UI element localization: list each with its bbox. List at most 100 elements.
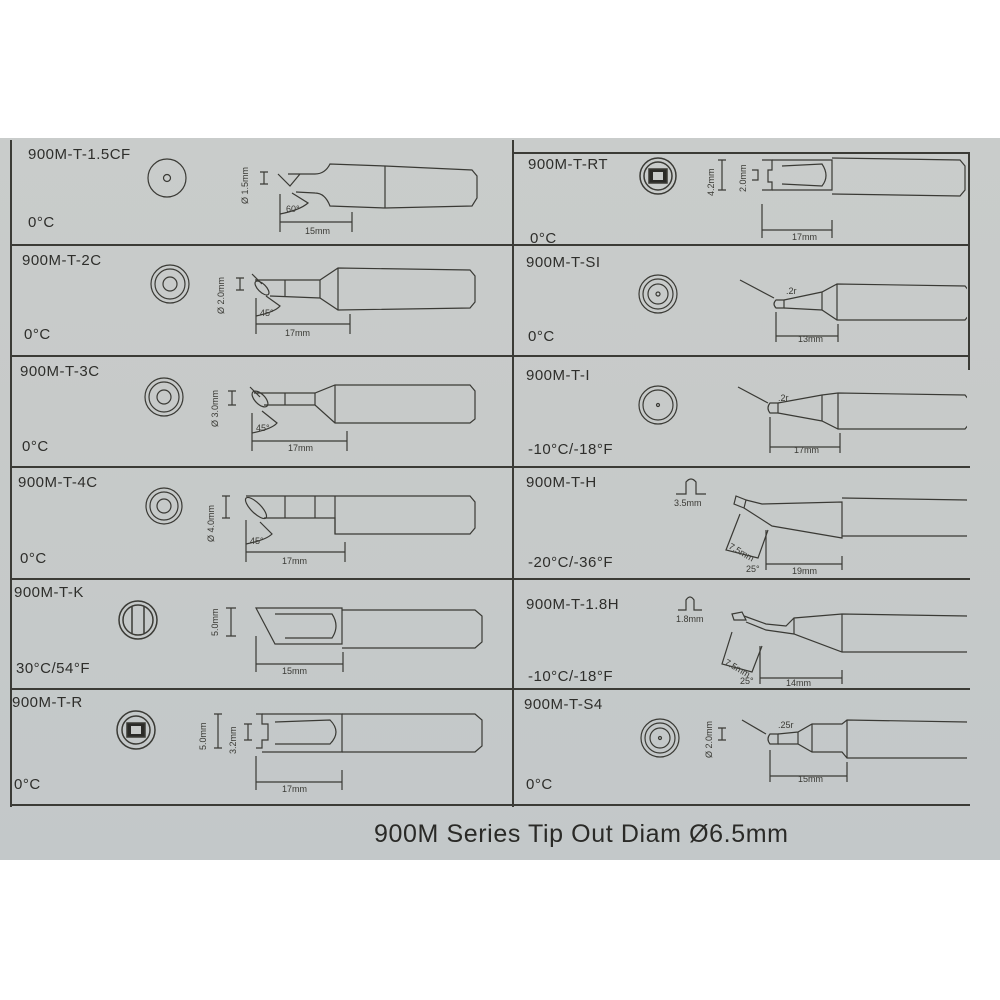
svg-text:14mm: 14mm (786, 678, 811, 688)
end-view-icon (638, 274, 678, 314)
tip-row-i: 900M-T-I -10°C/-18°F .2r 17mm (512, 355, 968, 466)
svg-text:2.0mm: 2.0mm (738, 164, 748, 192)
svg-text:5.0mm: 5.0mm (198, 722, 208, 750)
tip-row-4c: 900M-T-4C 0°C Ø 4.0mm 45° 17mm (10, 466, 512, 578)
row-divider (10, 688, 970, 690)
tip-row-h: 900M-T-H -20°C/-36°F 3.5mm 7.5mm 25° 19m… (512, 466, 968, 578)
end-view-icon (639, 157, 677, 195)
tip-model-label: 900M-T-RT (528, 156, 609, 173)
tip-k-drawing: 5.0mm 15mm (118, 600, 483, 676)
tip-row-3c: 900M-T-3C 0°C Ø 3.0mm 45° 17mm (10, 355, 512, 466)
svg-text:.25r: .25r (778, 720, 794, 730)
end-view-icon (676, 478, 706, 495)
svg-text:17mm: 17mm (794, 445, 819, 455)
tip-row-rt: 900M-T-RT 0°C 4.2mm 2.0mm 17mm (512, 152, 968, 247)
end-view-icon (118, 600, 158, 640)
tip-temp-label: 0°C (530, 230, 557, 247)
tip-temp-label: -10°C/-18°F (528, 668, 614, 685)
tip-model-label: 900M-T-1.8H (526, 596, 620, 613)
tip-1-5cf-drawing: Ø 1.5mm 60° 15mm (147, 158, 478, 236)
tip-temp-label: 30°C/54°F (16, 660, 91, 677)
tip-i-drawing: .2r 17mm (638, 385, 967, 455)
svg-text:1.8mm: 1.8mm (676, 614, 704, 624)
svg-text:17mm: 17mm (285, 328, 310, 338)
table-right-border (968, 152, 970, 370)
tip-2c-drawing: Ø 2.0mm 45° 17mm (150, 264, 476, 338)
tip-row-r: 900M-T-R 0°C 5.0mm 3.2mm 17mm (10, 688, 512, 804)
tip-4c-drawing: Ø 4.0mm 45° 17mm (145, 487, 476, 566)
tip-model-label: 900M-T-4C (18, 474, 98, 491)
svg-text:17mm: 17mm (288, 443, 313, 453)
end-view-icon (144, 377, 184, 417)
svg-text:15mm: 15mm (305, 226, 330, 236)
tip-row-2c: 900M-T-2C 0°C Ø 2.0mm 45° 17mm (10, 244, 512, 355)
tip-temp-label: 0°C (28, 214, 55, 231)
svg-text:7.5mm: 7.5mm (727, 541, 756, 563)
tip-temp-label: 0°C (24, 326, 51, 343)
tip-row-1-8h: 900M-T-1.8H -10°C/-18°F 1.8mm 7.5mm 25° … (512, 578, 968, 688)
svg-text:15mm: 15mm (282, 666, 307, 676)
svg-text:13mm: 13mm (798, 334, 823, 344)
svg-text:3.2mm: 3.2mm (228, 726, 238, 754)
row-divider (10, 578, 970, 580)
svg-text:60°: 60° (286, 204, 300, 214)
end-view-icon (145, 487, 183, 525)
tip-h-drawing: 3.5mm 7.5mm 25° 19mm (674, 478, 967, 576)
row-divider (10, 804, 970, 806)
svg-text:.2r: .2r (786, 286, 797, 296)
svg-text:25°: 25° (746, 564, 760, 574)
svg-text:15mm: 15mm (798, 774, 823, 784)
tip-spec-table: 900M-T-1.5CF 0°C Ø 1.5mm 60° 15mm 900M-T… (10, 140, 970, 807)
tip-temp-label: -20°C/-36°F (528, 554, 614, 571)
tip-model-label: 900M-T-1.5CF (28, 146, 131, 163)
tip-rt-drawing: 4.2mm 2.0mm 17mm (639, 157, 966, 242)
tip-model-label: 900M-T-SI (526, 254, 601, 271)
tip-model-label: 900M-T-H (526, 474, 597, 491)
tip-temp-label: 0°C (528, 328, 555, 345)
tip-row-si: 900M-T-SI 0°C .2r 13mm (512, 244, 968, 355)
end-view-icon (638, 385, 678, 425)
tip-3c-drawing: Ø 3.0mm 45° 17mm (144, 377, 476, 453)
svg-text:4.2mm: 4.2mm (706, 168, 716, 196)
svg-text:25°: 25° (740, 676, 754, 686)
svg-text:Ø 2.0mm: Ø 2.0mm (704, 721, 714, 758)
tip-si-drawing: .2r 13mm (638, 274, 967, 344)
tip-row-1-5cf: 900M-T-1.5CF 0°C Ø 1.5mm 60° 15mm (10, 140, 512, 244)
series-title: 900M Series Tip Out Diam Ø6.5mm (374, 820, 789, 848)
svg-text:17mm: 17mm (792, 232, 817, 242)
end-view-icon (147, 158, 187, 198)
table-left-border (10, 140, 12, 807)
svg-text:Ø 3.0mm: Ø 3.0mm (210, 390, 220, 427)
tip-r-drawing: 5.0mm 3.2mm 17mm (116, 710, 483, 794)
end-view-icon (150, 264, 190, 304)
svg-text:17mm: 17mm (282, 784, 307, 794)
tip-s4-drawing: Ø 2.0mm .25r 15mm (640, 718, 967, 784)
svg-text:3.5mm: 3.5mm (674, 498, 702, 508)
svg-text:45°: 45° (256, 423, 270, 433)
tip-row-s4: 900M-T-S4 0°C Ø 2.0mm .25r 15mm (512, 688, 968, 804)
tip-temp-label: 0°C (22, 438, 49, 455)
tip-temp-label: 0°C (14, 776, 41, 793)
tip-model-label: 900M-T-R (12, 694, 83, 711)
svg-text:.2r: .2r (778, 393, 789, 403)
end-view-icon (678, 596, 702, 611)
tip-1-8h-drawing: 1.8mm 7.5mm 25° 14mm (676, 596, 967, 688)
row-divider (512, 152, 970, 154)
tip-row-k: 900M-T-K 30°C/54°F 5.0mm 15mm (10, 578, 512, 688)
svg-text:5.0mm: 5.0mm (210, 608, 220, 636)
row-divider (10, 466, 970, 468)
tip-model-label: 900M-T-S4 (524, 696, 603, 713)
end-view-icon (640, 718, 680, 758)
tip-model-label: 900M-T-I (526, 367, 591, 384)
svg-text:Ø 2.0mm: Ø 2.0mm (216, 277, 226, 314)
end-view-icon (116, 710, 156, 750)
table-column-divider (512, 140, 514, 807)
tip-model-label: 900M-T-K (14, 584, 84, 601)
svg-text:45°: 45° (260, 308, 274, 318)
tip-temp-label: 0°C (526, 776, 553, 793)
tip-temp-label: -10°C/-18°F (528, 441, 614, 458)
tip-model-label: 900M-T-2C (22, 252, 102, 269)
row-divider (10, 355, 970, 357)
row-divider (10, 244, 970, 246)
svg-text:17mm: 17mm (282, 556, 307, 566)
